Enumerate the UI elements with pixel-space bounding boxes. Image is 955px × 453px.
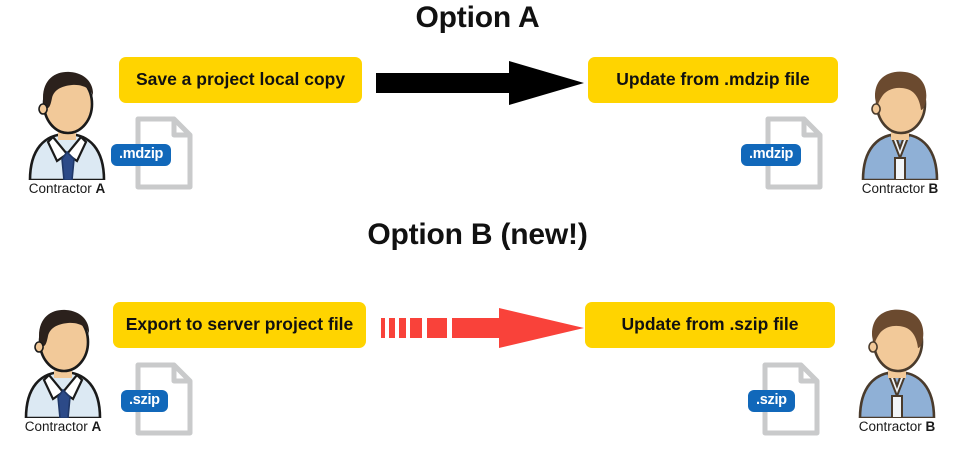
person-contractor-b-top: Contractor B: [845, 62, 955, 196]
person-caption: Contractor B: [842, 419, 952, 434]
person-caption-name: Contractor: [24, 419, 88, 434]
person-caption-tag: B: [925, 419, 936, 434]
action-box-update-from-mdzip[interactable]: Update from .mdzip file: [588, 57, 838, 103]
avatar: [12, 62, 122, 182]
arrow-right-motion-icon-red: [381, 308, 584, 353]
person-caption-tag: A: [91, 419, 102, 434]
avatar: [8, 300, 118, 420]
file-extension-badge: .mdzip: [111, 144, 172, 167]
file-icon-szip-left: .szip: [121, 360, 195, 438]
file-icon-mdzip-right: .mdzip: [741, 114, 825, 192]
file-icon-szip-right: .szip: [748, 360, 822, 438]
person-contractor-b-bottom: Contractor B: [842, 300, 952, 434]
arrow-right-icon-black: [376, 61, 584, 110]
person-avatar-icon: [24, 309, 102, 420]
person-contractor-a-bottom: Contractor A: [8, 300, 118, 434]
file-extension-badge: .szip: [748, 390, 795, 413]
person-caption-tag: B: [928, 181, 939, 196]
person-avatar-icon: [861, 71, 939, 182]
file-extension-badge: .szip: [121, 390, 168, 413]
person-caption-name: Contractor: [858, 419, 922, 434]
action-box-export-server-project[interactable]: Export to server project file: [113, 302, 366, 348]
file-icon-mdzip-left: .mdzip: [111, 114, 195, 192]
section-title-option-b: Option B (new!): [367, 218, 588, 251]
person-caption-name: Contractor: [28, 181, 92, 196]
action-box-update-from-szip[interactable]: Update from .szip file: [585, 302, 835, 348]
person-avatar-icon: [858, 309, 936, 420]
avatar: [842, 300, 952, 420]
person-contractor-a-top: Contractor A: [12, 62, 122, 196]
person-caption: Contractor B: [845, 181, 955, 196]
person-caption: Contractor A: [12, 181, 122, 196]
avatar: [845, 62, 955, 182]
section-title-option-a: Option A: [415, 1, 540, 34]
person-caption: Contractor A: [8, 419, 118, 434]
person-caption-tag: A: [95, 181, 106, 196]
file-extension-badge: .mdzip: [741, 144, 802, 167]
person-avatar-icon: [28, 71, 106, 182]
action-box-save-local-copy[interactable]: Save a project local copy: [119, 57, 362, 103]
person-caption-name: Contractor: [861, 181, 925, 196]
